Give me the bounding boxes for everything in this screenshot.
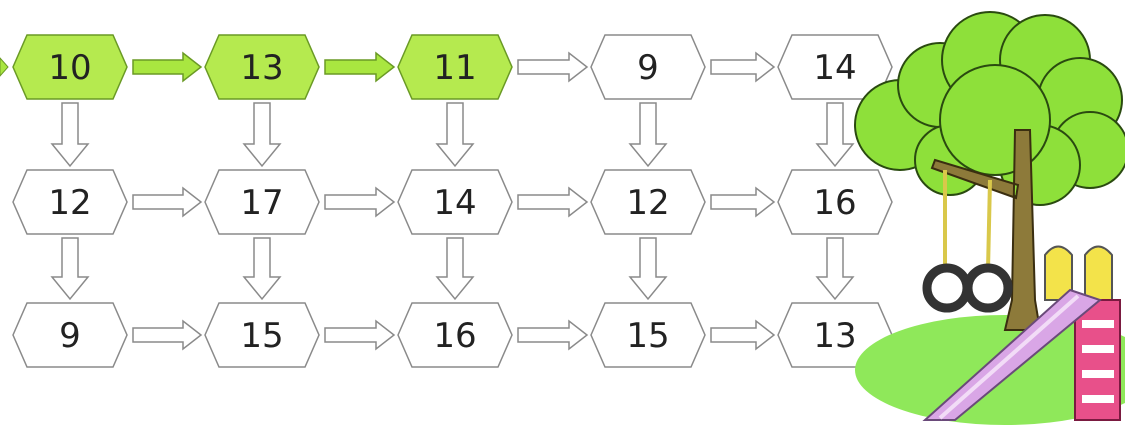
down-arrow [242,102,282,168]
hexagon-shape [777,169,893,235]
playground-illustration [854,11,1125,425]
nodes-layer: 10 13 11 9 14 12 17 14 12 16 9 15 16 15 13 [12,34,893,368]
number-node: 14 [777,34,893,100]
node-number: 13 [240,48,283,88]
right-arrow [517,51,589,83]
number-node: 15 [590,302,706,368]
number-node: 17 [204,169,320,235]
hexagon-shape [777,34,893,100]
number-node: 12 [12,169,128,235]
node-number: 9 [637,48,659,88]
down-arrow [435,102,475,168]
right-arrow [710,51,776,83]
right-arrow [517,186,589,218]
number-node: 12 [590,169,706,235]
down-arrow [628,102,668,168]
right-arrow [324,319,396,351]
swing-rope [986,179,992,271]
node-number: 12 [48,183,91,223]
hexagon-shape [204,34,320,100]
hexagon-shape [204,169,320,235]
down-arrow [50,102,90,168]
hexagon-shape [12,34,128,100]
hexagon-shape [397,34,513,100]
node-number: 9 [59,316,81,356]
node-number: 14 [433,183,476,223]
number-node: 16 [397,302,513,368]
arrows-layer [0,51,855,351]
node-number: 11 [433,48,476,88]
down-arrow [815,237,855,301]
hexagon-shape [12,302,128,368]
hexagon-shape [590,302,706,368]
slide-ladder [1044,245,1121,421]
number-node: 14 [397,169,513,235]
down-arrow [435,237,475,301]
right-arrow [132,319,203,351]
down-arrow [815,102,855,168]
hexagon-shape [590,34,706,100]
down-arrow [242,237,282,301]
tire-swing [922,263,972,313]
node-number: 10 [48,48,91,88]
number-node: 13 [204,34,320,100]
number-node: 16 [777,169,893,235]
tree-canopy [854,11,1125,206]
number-node: 11 [397,34,513,100]
hexagon-shape [397,169,513,235]
right-arrow [710,186,776,218]
node-number: 17 [240,183,283,223]
down-arrow [50,237,90,301]
right-arrow [517,319,589,351]
number-node: 9 [590,34,706,100]
hexagon-shape [204,302,320,368]
right-arrow [324,51,396,83]
down-arrow [628,237,668,301]
node-number: 15 [626,316,669,356]
node-number: 14 [813,48,856,88]
hexagon-shape [397,302,513,368]
hexagon-shape [12,169,128,235]
hexagon-shape [590,169,706,235]
right-arrow [710,319,776,351]
number-node: 10 [12,34,128,100]
right-arrow [132,51,203,83]
node-number: 16 [813,183,856,223]
start-marker [0,57,9,77]
number-node: 9 [12,302,128,368]
tire-swing [963,263,1013,313]
number-node: 15 [204,302,320,368]
node-number: 13 [813,316,856,356]
node-number: 16 [433,316,476,356]
node-number: 12 [626,183,669,223]
right-arrow [324,186,396,218]
right-arrow [132,186,203,218]
node-number: 15 [240,316,283,356]
